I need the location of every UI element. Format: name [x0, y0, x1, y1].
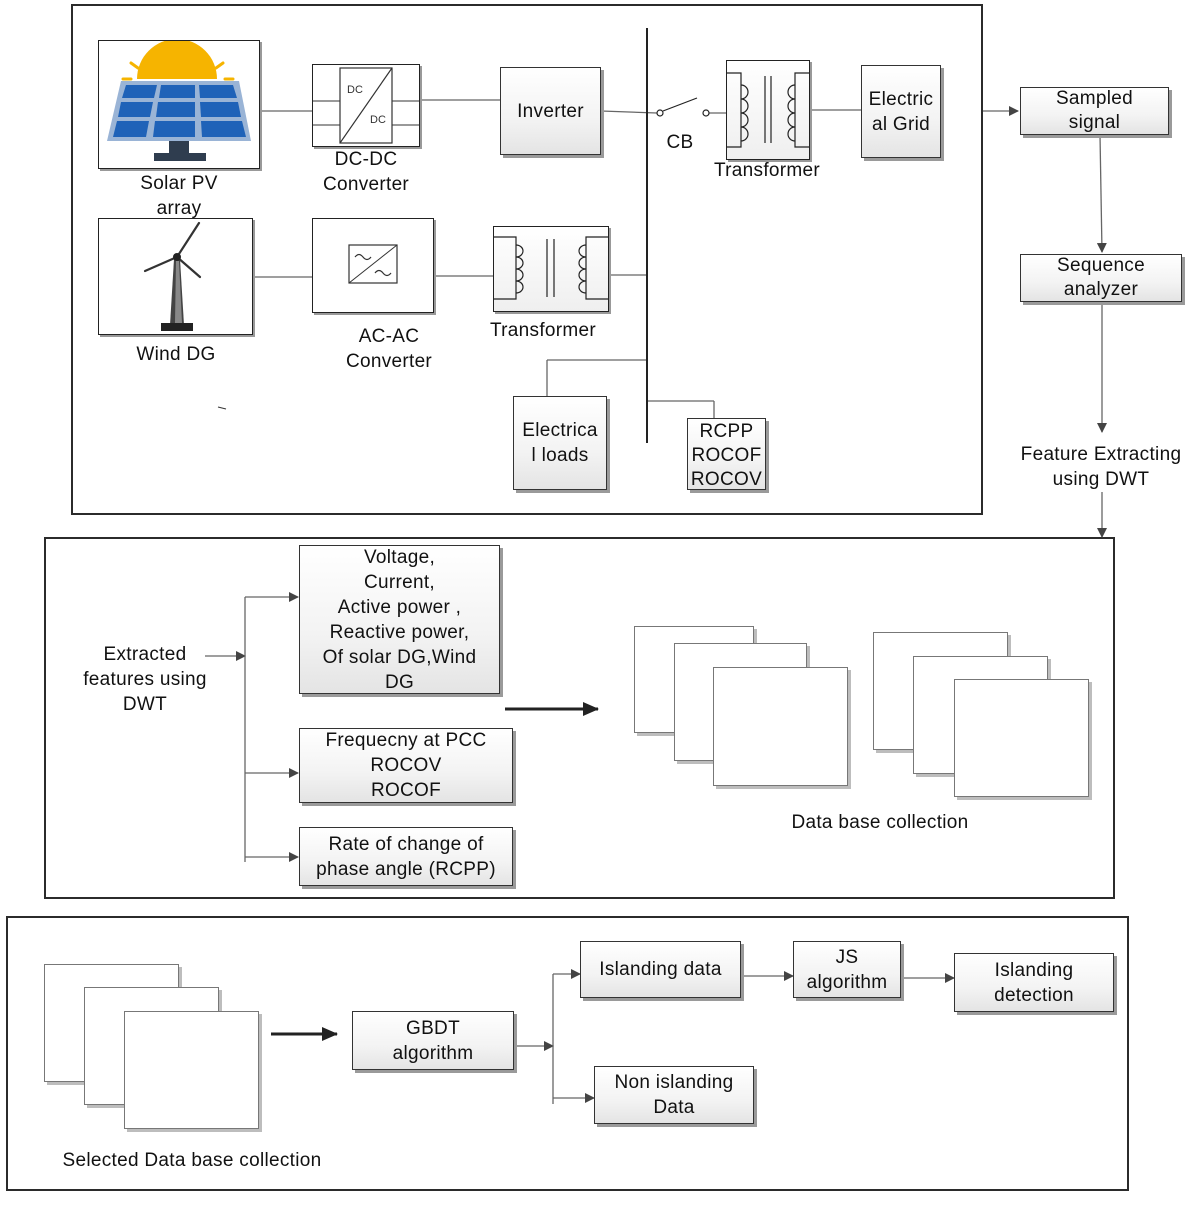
transformer-2 [493, 226, 609, 312]
inverter-box: Inverter [500, 67, 601, 155]
dc-input-label: DC [347, 84, 363, 96]
non-islanding-data-box: Non islanding Data [594, 1066, 754, 1124]
wind-dg-image [98, 218, 253, 335]
database-document [954, 679, 1089, 797]
wind-turbine-icon [143, 221, 202, 331]
selected-database-label: Selected Data base collection [62, 1150, 322, 1171]
ac-ac-converter-icon [348, 244, 398, 284]
sampled-signal-box: Sampled signal [1020, 87, 1169, 135]
transformer-1 [726, 60, 810, 160]
wind-dg-label: Wind DG [136, 344, 216, 365]
islanding-data-box: Islanding data [580, 941, 741, 998]
js-algorithm-box: JS algorithm [793, 941, 901, 998]
extracted-features-label: Extracted features using DWT [83, 644, 207, 715]
solar-pv-image [98, 39, 260, 169]
measurement-box: RCPP ROCOF ROCOV [687, 418, 766, 490]
dc-dc-label: DC-DC Converter [322, 149, 410, 195]
gbdt-algorithm-box: GBDT algorithm [352, 1011, 514, 1070]
selected-database-document [124, 1011, 259, 1129]
transformer-2-label: Transformer [489, 320, 597, 341]
dc-output-label: DC [370, 114, 386, 126]
dc-dc-converter-icon: DC DC [313, 67, 419, 144]
database-document [713, 667, 848, 786]
sequence-analyzer-box: Sequence analyzer [1020, 254, 1182, 302]
solar-panel-icon [107, 39, 251, 161]
feature-rcpp-box: Rate of change of phase angle (RCPP) [299, 827, 513, 886]
electrical-loads-box: Electrica l loads [513, 396, 607, 490]
islanding-detection-box: Islanding detection [954, 953, 1114, 1012]
circuit-breaker-label: CB [666, 132, 694, 153]
solar-pv-label: Solar PV array [140, 173, 218, 219]
ac-ac-converter [312, 218, 434, 313]
feature-frequency-box: Frequecny at PCC ROCOV ROCOF [299, 728, 513, 803]
transformer-icon-2 [494, 236, 608, 300]
ac-ac-label: AC-AC Converter [345, 326, 433, 372]
feature-electrical-box: Voltage, Current, Active power , Reactiv… [299, 545, 500, 694]
feature-extracting-label: Feature Extracting using DWT [1020, 444, 1182, 490]
dc-dc-converter: DC DC [312, 64, 420, 147]
database-collection-label: Data base collection [791, 812, 969, 833]
electrical-grid-box: Electric al Grid [861, 65, 941, 158]
transformer-icon [727, 72, 809, 148]
transformer-1-label: Transformer [713, 160, 821, 181]
